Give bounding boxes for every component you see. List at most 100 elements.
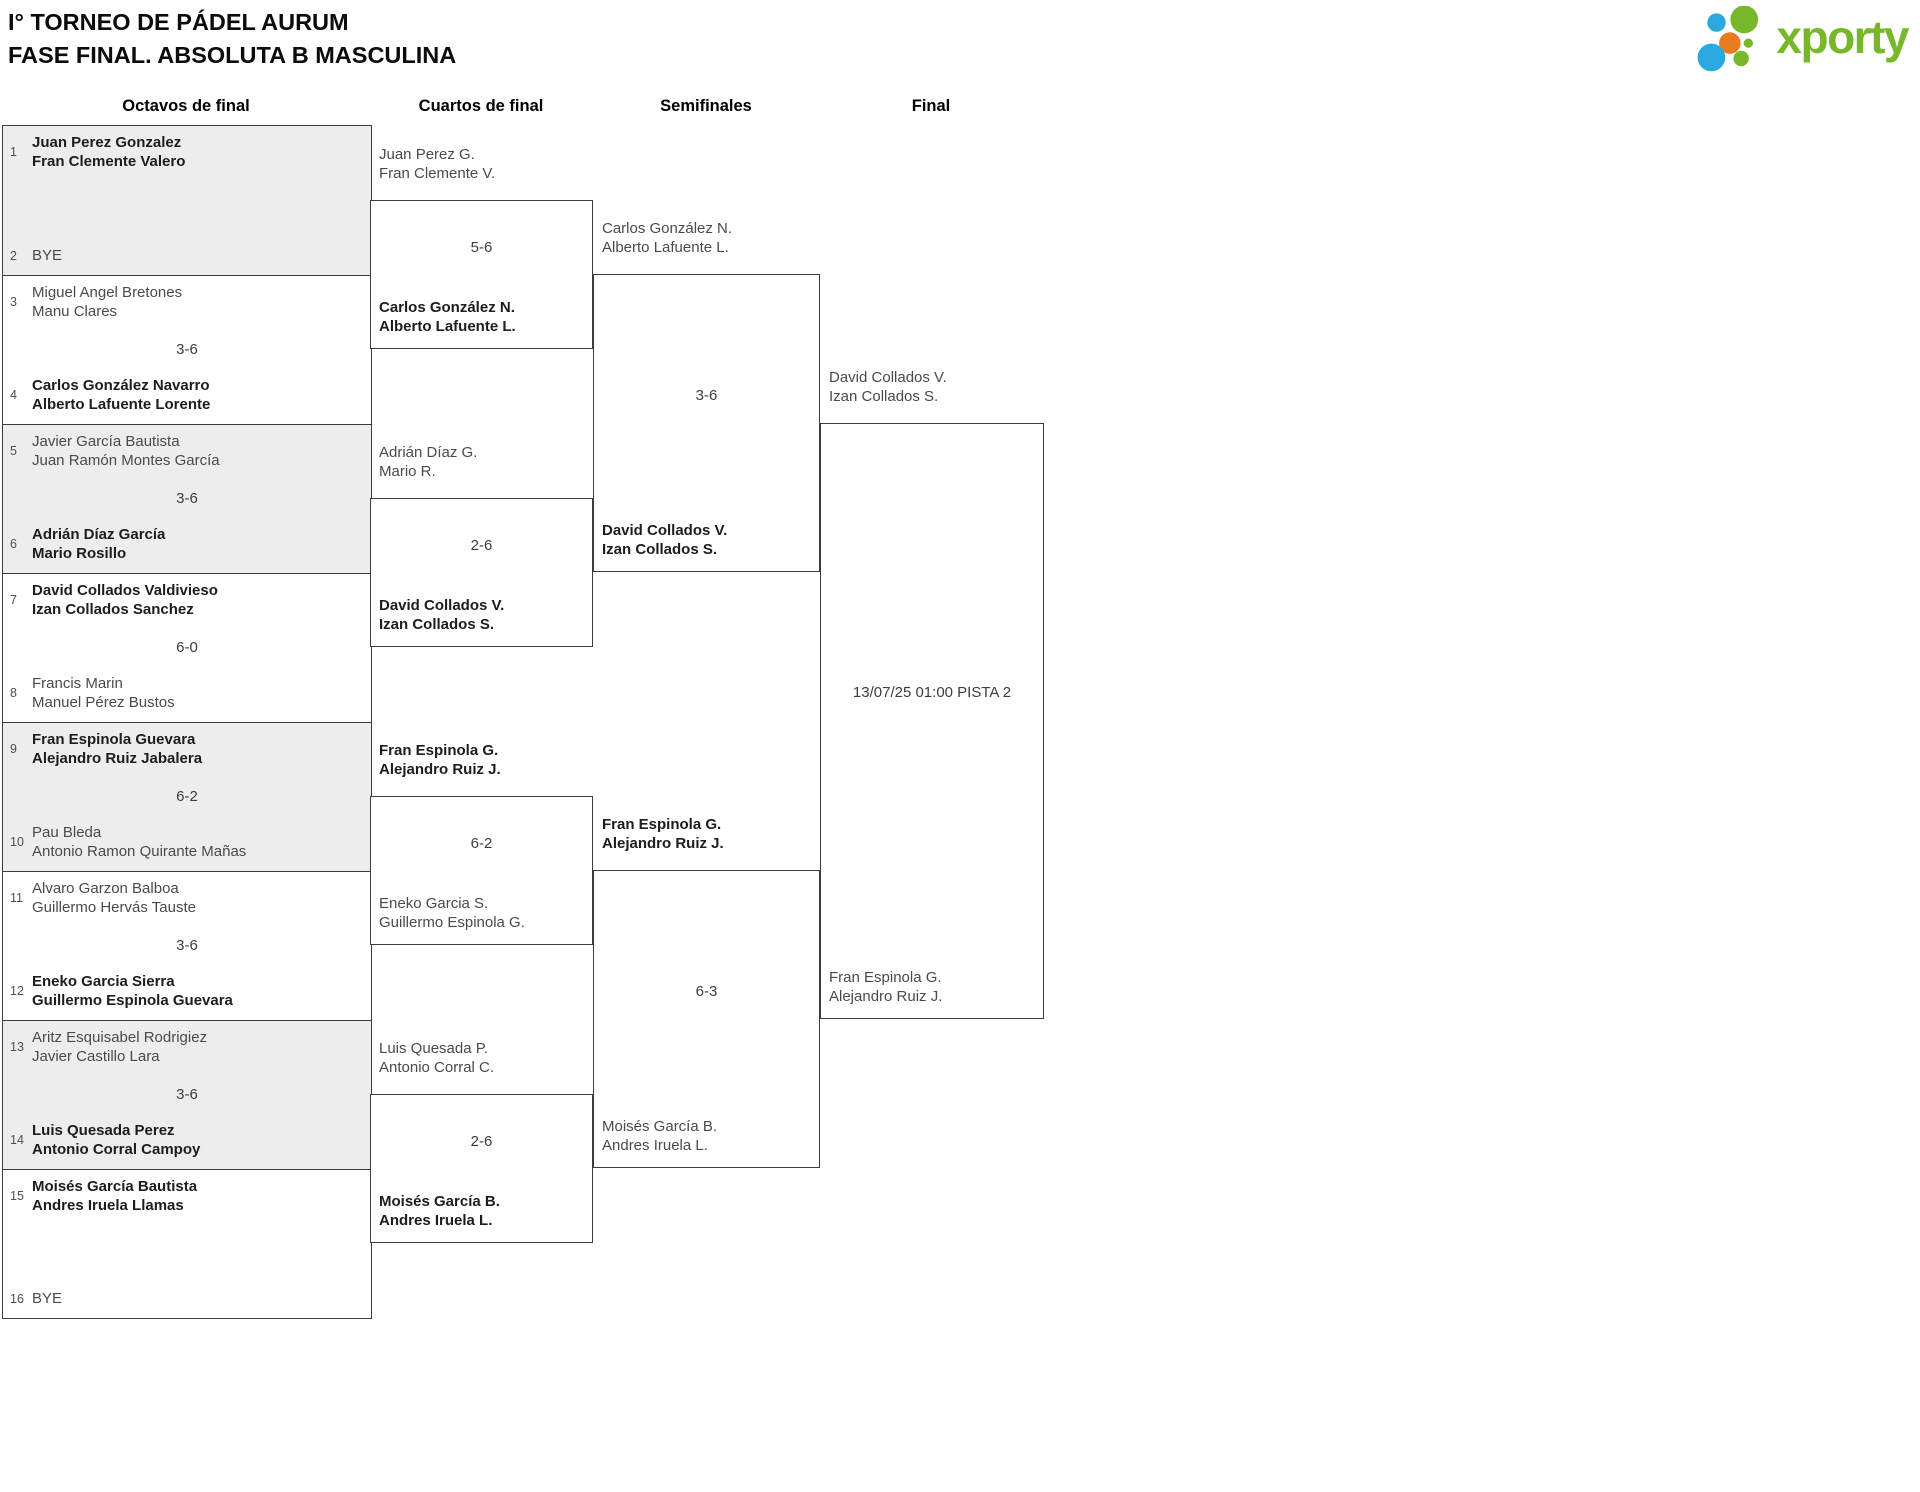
round-header-octavos: Octavos de final: [122, 97, 250, 115]
player-line: Alejandro Ruiz J.: [602, 835, 724, 852]
team-slot: 16 BYE: [10, 1289, 365, 1308]
seed-number: 2: [10, 248, 17, 263]
player-line: Miguel Angel Bretones: [32, 284, 183, 301]
team-names: Fran Espinola G.Alejandro Ruiz J.: [379, 741, 501, 779]
player-line: Izan Collados Sanchez: [32, 601, 194, 618]
cuartos-match-1[interactable]: Juan Perez G. Fran Clemente V. 5-6 Carlos…: [370, 146, 593, 349]
final-match[interactable]: David Collados V. Izan Collados S. 13/07/…: [820, 369, 1044, 1019]
player-line: David Collados V.: [829, 369, 947, 386]
player-line: Fran Espinola Guevara: [32, 731, 196, 748]
semifinal-match-2[interactable]: Fran Espinola G.Alejandro Ruiz J. 6-3 Mo…: [593, 816, 820, 1168]
semifinal-match-1[interactable]: Carlos González N.Alberto Lafuente L. 3-…: [593, 220, 820, 572]
team-names: Carlos González N.Alberto Lafuente L.: [602, 219, 732, 257]
player-line: Fran Espinola G.: [829, 969, 942, 986]
player-line: Alejandro Ruiz Jabalera: [32, 750, 203, 767]
player-line: David Collados V.: [379, 597, 505, 614]
seed-number: 10: [10, 835, 24, 849]
team-names: Juan Perez G. Fran Clemente V.: [379, 145, 495, 183]
player-line: Izan Collados S.: [602, 541, 718, 558]
player-line: Aritz Esquisabel Rodrigiez: [32, 1029, 208, 1046]
team-names: David Collados V. Izan Collados S.: [602, 521, 727, 559]
match-score: 6-3: [695, 983, 718, 1000]
seed-number: 4: [10, 388, 17, 402]
round-header-semifinales: Semifinales: [660, 97, 752, 115]
title-line-2: FASE FINAL. ABSOLUTA B MASCULINA: [8, 42, 457, 68]
player-line: Eneko Garcia Sierra: [32, 973, 175, 990]
seed-number: 15: [10, 1189, 24, 1203]
team-names: Luis Quesada P.Antonio Corral C.: [379, 1039, 494, 1077]
cuartos-match-4[interactable]: Luis Quesada P.Antonio Corral C. 2-6 Moi…: [370, 1040, 593, 1243]
seed-number: 7: [10, 593, 17, 607]
player-line: Antonio Corral Campoy: [32, 1141, 201, 1158]
match-schedule: 13/07/25 01:00 PISTA 2: [852, 684, 1012, 701]
match-score: 5-6: [470, 239, 493, 256]
player-line: Andres Iruela L.: [379, 1212, 493, 1229]
team-names: David Collados V.Izan Collados S.: [379, 596, 504, 634]
player-line: Fran Clemente Valero: [32, 153, 186, 170]
player-line: Luis Quesada Perez: [32, 1122, 175, 1139]
player-line: Juan Perez G.: [379, 146, 475, 163]
player-line: Guillermo Espinola G.: [379, 914, 525, 931]
player-line: Eneko Garcia S.: [379, 895, 489, 912]
player-line: Izan Collados S.: [829, 388, 939, 405]
player-line: Javier García Bautista: [32, 433, 180, 450]
player-line: Fran Espinola G.: [379, 742, 499, 759]
team-names: Eneko Garcia S. Guillermo Espinola G.: [379, 894, 525, 932]
match-score: 3-6: [176, 937, 198, 954]
match-score: 6-2: [176, 788, 198, 805]
player-line: Carlos González Navarro: [32, 377, 210, 394]
team-names: Moisés García B.Andres Iruela L.: [602, 1117, 717, 1155]
player-line: Guillermo Hervás Tauste: [32, 899, 196, 916]
player-line: Fran Clemente V.: [379, 165, 496, 182]
player-line: Carlos González N.: [379, 299, 515, 316]
seed-number: 1: [10, 145, 17, 159]
cuartos-match-2[interactable]: Adrián Díaz G.Mario R. 2-6 David Collado…: [370, 444, 593, 647]
player-line: Mario Rosillo: [32, 545, 127, 562]
cuartos-match-3[interactable]: Fran Espinola G.Alejandro Ruiz J. 6-2 En…: [370, 742, 593, 945]
player-line: Adrián Díaz García: [32, 526, 166, 543]
player-line: Alberto Lafuente Lorente: [32, 396, 211, 413]
player-line: David Collados V.: [602, 522, 728, 539]
match-score: 3-6: [695, 387, 718, 404]
player-line: Mario R.: [379, 463, 436, 480]
match-score: 3-6: [176, 1086, 198, 1103]
player-line: Carlos González N.: [602, 220, 733, 237]
xporty-logo[interactable]: xporty: [1696, 6, 1909, 74]
match-score: 3-6: [176, 490, 198, 507]
team-names: BYE: [32, 246, 62, 265]
match-score: 6-2: [470, 835, 493, 852]
team-slot: 2 BYE: [10, 246, 365, 265]
round-header-cuartos: Cuartos de final: [418, 97, 544, 115]
player-line: Moisés García B.: [602, 1118, 718, 1135]
team-names: BYE: [32, 1289, 62, 1308]
seed-number: 16: [10, 1291, 24, 1306]
team-names: Fran Espinola G.Alejandro Ruiz J.: [602, 815, 724, 853]
player-line: Andres Iruela Llamas: [32, 1197, 184, 1214]
match-score: 3-6: [176, 341, 198, 358]
seed-number: 5: [10, 444, 17, 458]
